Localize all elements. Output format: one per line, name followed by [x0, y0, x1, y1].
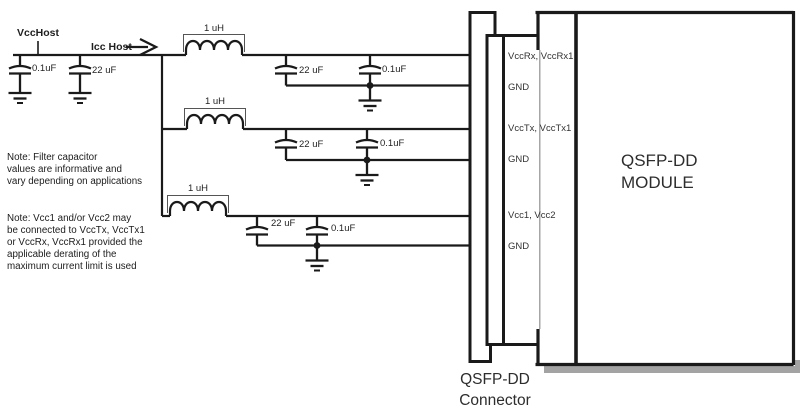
filter-branch-1: [183, 34, 470, 112]
capacitor-22uf: [274, 129, 298, 160]
host-bypass-cap-label: 0.1uF: [32, 63, 57, 74]
capacitor-22uf: [245, 216, 269, 246]
qsfp-connector-outline: [468, 11, 537, 363]
host-capacitor-0.1uf: [8, 55, 32, 93]
ground-symbol: [68, 91, 92, 104]
inductor-symbol: [167, 195, 229, 216]
bulk-cap-label-3: 22 uF: [271, 218, 296, 229]
pin-label-vccrx: VccRx, VccRx1: [508, 51, 574, 62]
pin-label-gnd-1: GND: [508, 82, 530, 93]
bulk-cap-label-2: 22 uF: [299, 139, 324, 150]
inductor-symbol: [183, 34, 245, 55]
note-filter-capacitor: Note: Filter capacitor values are inform…: [7, 152, 143, 187]
ground-symbol: [305, 245, 329, 272]
capacitor-0.1uf: [355, 129, 379, 160]
bypass-cap-label-3: 0.1uF: [331, 223, 356, 234]
bypass-cap-label-2: 0.1uF: [380, 138, 405, 149]
pin-label-gnd-3: GND: [508, 241, 530, 252]
inductor-label-2: 1 uH: [204, 96, 226, 107]
pin-label-vcctx: VccTx, VccTx1: [508, 123, 572, 134]
qsfp-module-outline: [535, 10, 800, 373]
icchost-label: Icc Host: [91, 41, 132, 53]
module-title: QSFP-DD MODULE: [621, 151, 698, 192]
vcchost-label: VccHost: [17, 27, 60, 39]
connector-title: QSFP-DD Connector: [459, 371, 531, 409]
capacitor-0.1uf: [358, 55, 382, 86]
pin-label-gnd-2: GND: [508, 154, 530, 165]
host-capacitor-22uf: [68, 55, 92, 93]
inductor-symbol: [184, 108, 246, 129]
note-vcc-derating: Note: Vcc1 and/or Vcc2 may be connected …: [7, 213, 145, 272]
pin-label-vcc1-vcc2: Vcc1, Vcc2: [508, 210, 556, 221]
host-bulk-cap-label: 22 uF: [92, 65, 117, 76]
filter-branch-3: [162, 195, 470, 272]
icc-host-arrow: [126, 37, 159, 57]
capacitor-0.1uf: [305, 216, 329, 246]
host-input-wire: [13, 41, 186, 216]
ground-symbol: [8, 91, 32, 104]
filter-branch-2: [162, 108, 470, 186]
ground-symbol: [358, 85, 382, 112]
inductor-label-3: 1 uH: [187, 183, 209, 194]
capacitor-22uf: [274, 55, 298, 86]
bulk-cap-label-1: 22 uF: [299, 65, 324, 76]
inductor-label-1: 1 uH: [203, 23, 225, 34]
ground-symbol: [355, 160, 379, 186]
bypass-cap-label-1: 0.1uF: [382, 64, 407, 75]
